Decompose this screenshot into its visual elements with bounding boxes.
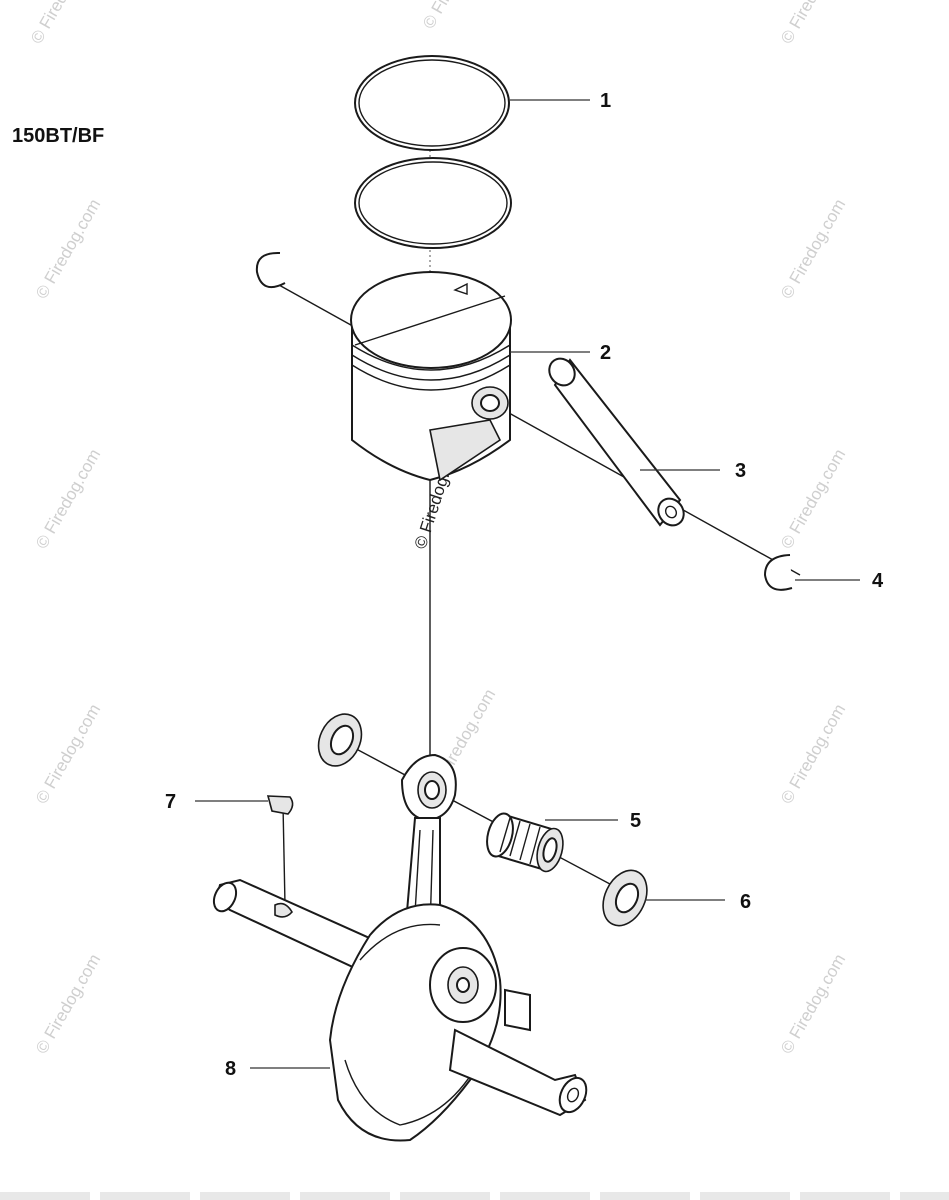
key-axis-line [282, 804, 286, 906]
piston-pin [548, 357, 685, 527]
needle-bearing [486, 812, 564, 873]
woodruff-key [266, 795, 294, 815]
callout-4: 4 [872, 570, 884, 592]
watermark: © Firedog.com [32, 196, 104, 302]
watermark: © Firedog.com [777, 196, 849, 302]
piston-rings [354, 55, 512, 249]
watermark: © Firedog.com [32, 701, 104, 807]
circlip-left [255, 251, 286, 289]
watermark: © Firedog.com [32, 446, 104, 552]
thrust-washer-right [602, 869, 648, 927]
circlip-right [763, 554, 793, 591]
callout-3: 3 [735, 460, 746, 482]
pin-axis-line [269, 279, 801, 576]
piston [350, 271, 512, 482]
callout-5: 5 [630, 810, 641, 832]
watermark: © Firedog.com [27, 0, 99, 47]
model-label: 150BT/BF [12, 125, 105, 147]
bottom-strip [0, 1192, 949, 1200]
leader-lines [195, 99, 860, 1069]
callout-8: 8 [225, 1058, 236, 1080]
callout-7: 7 [165, 791, 176, 813]
callout-6: 6 [740, 891, 751, 913]
callout-2: 2 [600, 342, 611, 364]
watermark: © Firedog.com [419, 0, 491, 32]
watermark: © Firedog.com [777, 0, 849, 47]
bearing-axis-line [329, 734, 641, 901]
callouts: 1 2 3 4 5 6 7 8 [165, 90, 884, 1080]
watermark: © Firedog.com [777, 701, 849, 807]
crankshaft [212, 878, 588, 1142]
callout-1: 1 [600, 90, 611, 112]
watermark: © Firedog.com [32, 951, 104, 1057]
watermark: © Firedog.com [777, 446, 849, 552]
watermark: © Firedog.com [777, 951, 849, 1057]
thrust-washer-left [317, 713, 363, 767]
